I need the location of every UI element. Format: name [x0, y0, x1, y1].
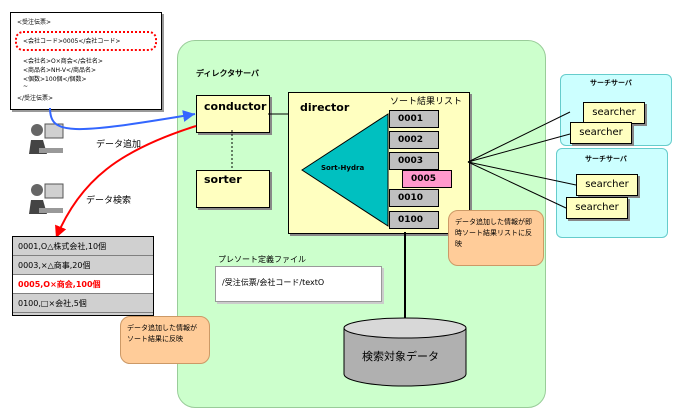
sort-slot: 0100 — [389, 211, 439, 229]
database-label: 検索対象データ — [362, 350, 439, 363]
doc-line-5: ~ — [23, 83, 29, 90]
user-search-icon — [29, 183, 64, 214]
callout-lower-text: データ追加した情報がソート結果に反映 — [127, 324, 197, 343]
sort-slot: 0010 — [389, 189, 439, 207]
conductor-label: conductor — [204, 100, 267, 113]
data-search-label: データ検索 — [86, 196, 132, 206]
searcher-box: searcher — [566, 197, 628, 219]
director-label: director — [300, 101, 350, 114]
search-results-list: 0001,O△株式会社,10個 0003,×△商事,20個 0005,O×商会,… — [12, 236, 154, 316]
doc-line-2: <会社名>O×商会</会社名> — [23, 58, 103, 65]
preset-file: /受注伝票/会社コード/textO — [215, 266, 382, 302]
directa-server-title: ディレクタサーバ — [196, 69, 260, 78]
preset-content: /受注伝票/会社コード/textO — [222, 278, 325, 287]
result-row: 0001,O△株式会社,10個 — [13, 237, 153, 256]
callout-upper-text: データ追加した情報が即時ソート結果リストに反映 — [455, 218, 532, 248]
callout-upper: データ追加した情報が即時ソート結果リストに反映 — [448, 210, 544, 266]
sort-result-list-title: ソート結果リスト — [390, 97, 463, 107]
result-row: 0003,×△商事,20個 — [13, 256, 153, 275]
callout-lower: データ追加した情報がソート結果に反映 — [120, 316, 210, 364]
searcher-box: searcher — [570, 122, 632, 144]
sorter-box: sorter — [196, 170, 270, 208]
doc-line-4: <個数>100個</個数> — [23, 76, 87, 83]
preset-title: プレソート定義ファイル — [218, 255, 306, 264]
searcher-box: searcher — [576, 174, 638, 196]
sort-slot: 0001 — [389, 110, 439, 128]
sort-slot: 0002 — [389, 131, 439, 149]
database-icon — [343, 317, 467, 387]
doc-line-6: </受注伝票> — [17, 95, 54, 102]
doc-line-0: <受注伝票> — [17, 19, 52, 26]
doc-line-1: <会社コード>0005</会社コード> — [23, 38, 121, 45]
user-add-icon — [29, 123, 64, 154]
search-server-title-2: サーチサーバ — [585, 155, 627, 163]
sort-hydra-label: Sort-Hydra — [321, 164, 365, 172]
company-code-highlight — [15, 31, 157, 51]
data-add-label: データ追加 — [96, 140, 142, 150]
result-row: 0100,□×会社,5個 — [13, 294, 153, 313]
result-row-highlight: 0005,O×商会,100個 — [13, 275, 153, 294]
search-server-title-1: サーチサーバ — [590, 79, 632, 87]
sort-hydra-shape — [301, 113, 389, 227]
sort-slot: 0003 — [389, 152, 439, 170]
doc-line-3: <商品名>NH-V</商品名> — [23, 67, 97, 74]
order-document: <受注伝票> <会社コード>0005</会社コード> <会社名>O×商会</会社… — [10, 12, 162, 110]
sorter-label: sorter — [204, 173, 242, 186]
new-slot-pink: 0005 — [402, 170, 452, 188]
